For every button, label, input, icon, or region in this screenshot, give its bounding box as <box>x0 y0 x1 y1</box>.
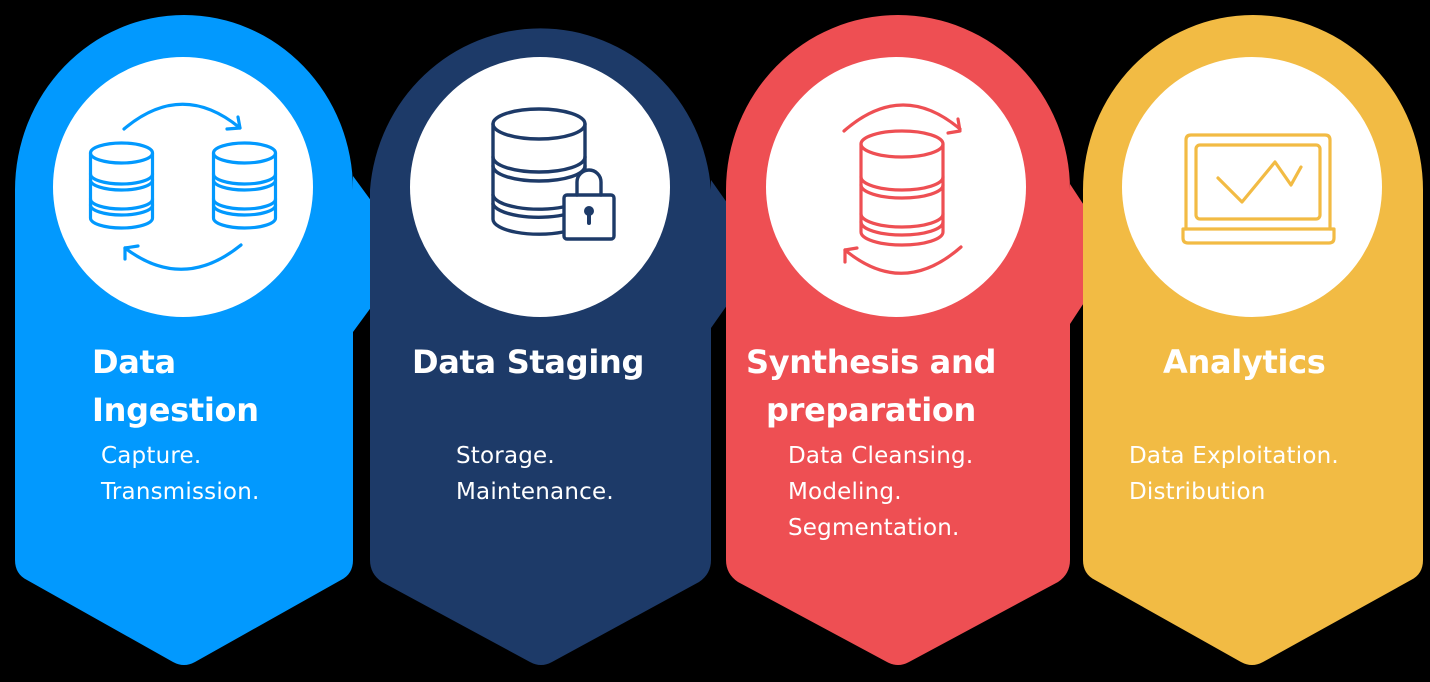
stage-title: Synthesis and preparation <box>746 338 996 434</box>
title-line: Analytics <box>1163 343 1326 381</box>
keyhole-icon <box>584 206 594 225</box>
stage-item: Data Cleansing. <box>788 443 974 469</box>
stage-item: Data Exploitation. <box>1129 443 1339 469</box>
stage-title: Data Ingestion <box>92 338 259 434</box>
title-line: Synthesis and <box>746 343 997 381</box>
title-line: Ingestion <box>92 391 259 429</box>
stage-item: Transmission. <box>101 479 260 505</box>
card-synthesis-shape <box>726 15 1116 665</box>
stage-items: Data Exploitation. Distribution <box>1129 438 1339 510</box>
stage-synthesis: Synthesis and preparation Data Cleansing… <box>726 0 1070 682</box>
stage-item: Distribution <box>1129 479 1266 505</box>
card-ingestion-shape <box>15 15 410 665</box>
stage-items: Data Cleansing. Modeling. Segmentation. <box>788 438 973 546</box>
stage-item: Storage. <box>456 443 555 469</box>
stage-staging: Data Staging Storage. Maintenance. <box>370 0 711 682</box>
card-staging-shape <box>370 28 763 665</box>
title-line: Data Staging <box>412 343 645 381</box>
title-line: preparation <box>766 391 977 429</box>
stage-item: Maintenance. <box>456 479 614 505</box>
database-sync-icon <box>88 102 278 271</box>
database-refresh-icon <box>842 103 963 275</box>
card-analytics-shape <box>1083 15 1423 665</box>
stage-item: Segmentation. <box>788 515 960 541</box>
stage-title: Data Staging <box>412 338 644 386</box>
stage-items: Capture. Transmission. <box>101 438 260 510</box>
stage-ingestion: Data Ingestion Capture. Transmission. <box>15 0 353 682</box>
stage-item: Capture. <box>101 443 202 469</box>
title-line: Data <box>92 343 176 381</box>
stage-analytics: Analytics Data Exploitation. Distributio… <box>1083 0 1423 682</box>
laptop-chart-icon <box>1181 133 1336 245</box>
stage-item: Modeling. <box>788 479 902 505</box>
stage-items: Storage. Maintenance. <box>456 438 614 510</box>
database-lock-icon <box>491 107 616 241</box>
stage-title: Analytics <box>1163 338 1326 386</box>
